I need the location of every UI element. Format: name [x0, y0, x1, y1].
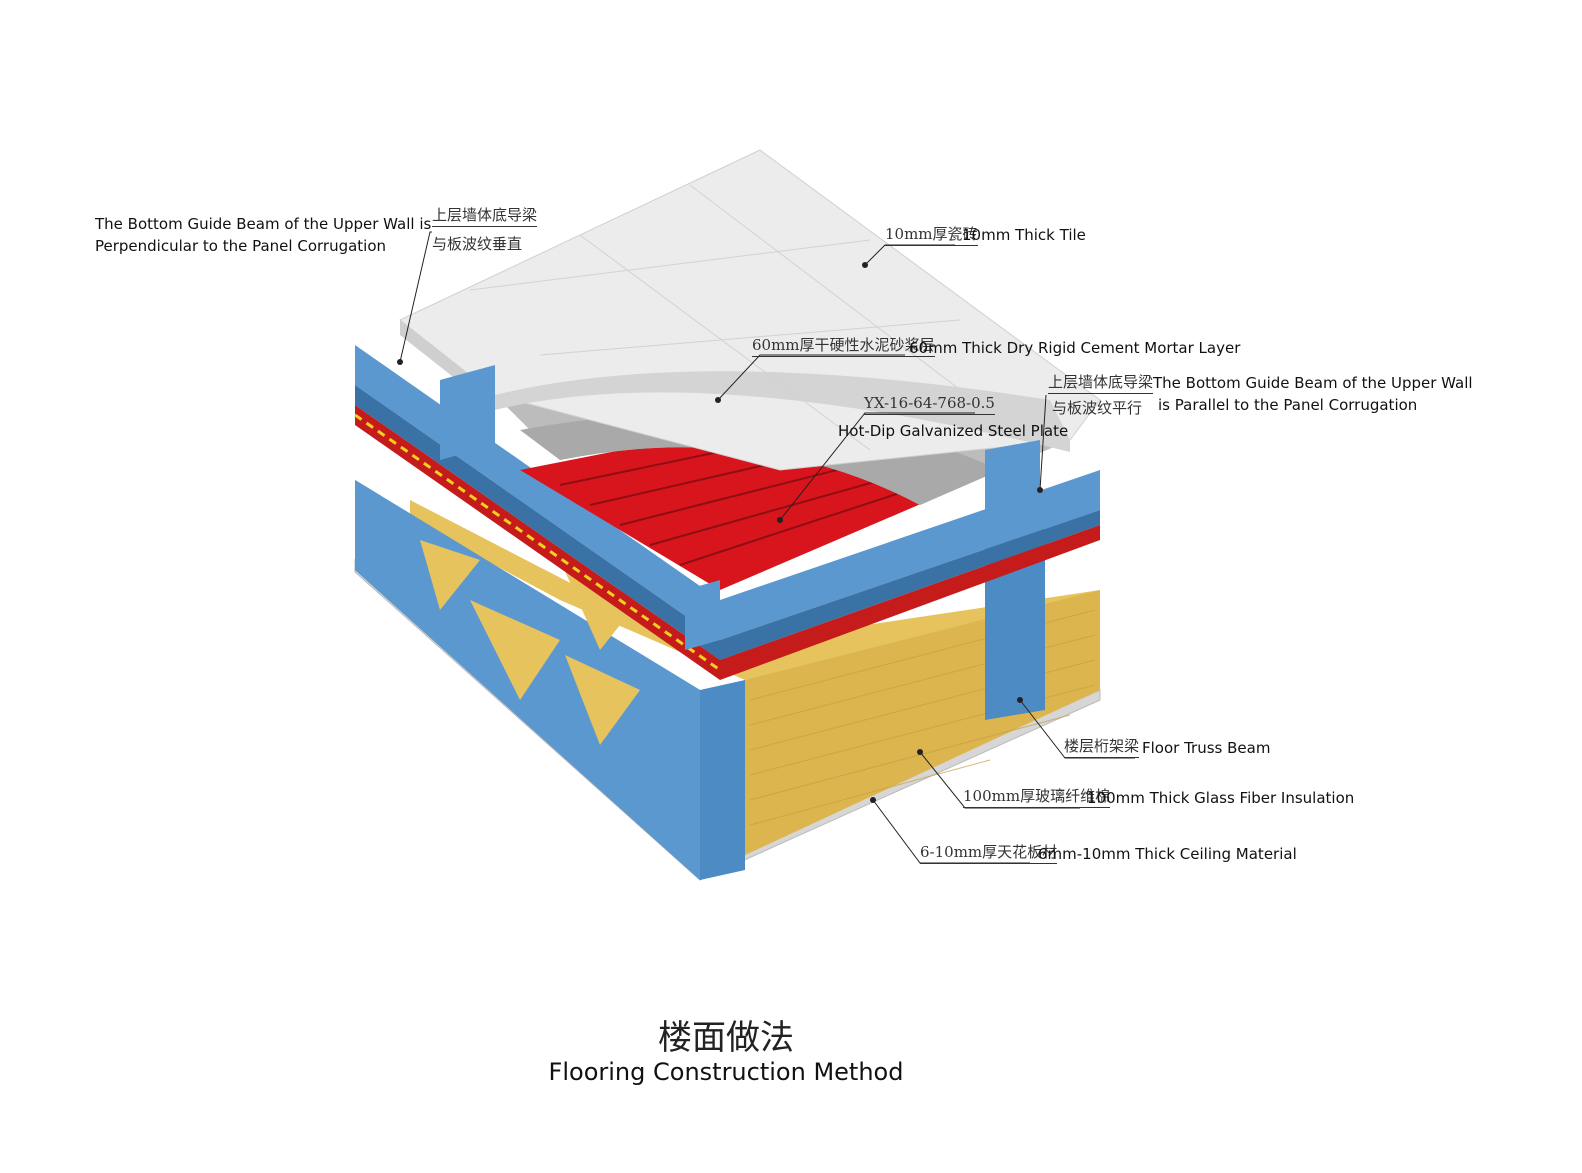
guide-perp-zh-line1: 上层墙体底导梁	[432, 205, 538, 227]
truss-en: Floor Truss Beam	[1142, 739, 1271, 757]
guide-parallel-zh-line2: 与板波纹平行	[1052, 399, 1143, 417]
guide-perp-en-line1: The Bottom Guide Beam of the Upper Wall …	[95, 215, 432, 233]
insulation-en: 100mm Thick Glass Fiber Insulation	[1087, 789, 1355, 807]
insulation-zh: 100mm厚玻璃纤维棉	[963, 786, 1111, 808]
guide-perp-en-line2: Perpendicular to the Panel Corrugation	[95, 237, 387, 255]
mortar-zh: 60mm厚干硬性水泥砂浆层	[752, 335, 935, 357]
guide-post-left	[440, 365, 495, 460]
title-english: Flooring Construction Method	[548, 1058, 904, 1086]
guide-parallel-zh-line1: 上层墙体底导梁	[1048, 372, 1154, 394]
steel-plate-en: Hot-Dip Galvanized Steel Plate	[838, 422, 1069, 440]
guide-post-right	[985, 440, 1040, 530]
guide-parallel-en-line2: is Parallel to the Panel Corrugation	[1158, 396, 1418, 414]
tile-zh: 10mm厚瓷砖	[885, 224, 978, 246]
tile-en: 10mm Thick Tile	[962, 226, 1086, 244]
ceiling-en: 6mm-10mm Thick Ceiling Material	[1038, 845, 1297, 863]
truss-zh: 楼层桁架梁	[1064, 736, 1140, 758]
truss-opening	[420, 540, 480, 610]
guide-perp-zh-line2: 与板波纹垂直	[432, 235, 523, 253]
title-chinese: 楼面做法	[658, 1018, 794, 1058]
ceiling-zh: 6-10mm厚天花板材	[920, 842, 1058, 864]
mortar-en: 60mm Thick Dry Rigid Cement Mortar Layer	[909, 339, 1241, 357]
steel-plate-code: YX-16-64-768-0.5	[864, 393, 995, 415]
guide-parallel-en-line1: The Bottom Guide Beam of the Upper Wall	[1153, 374, 1473, 392]
